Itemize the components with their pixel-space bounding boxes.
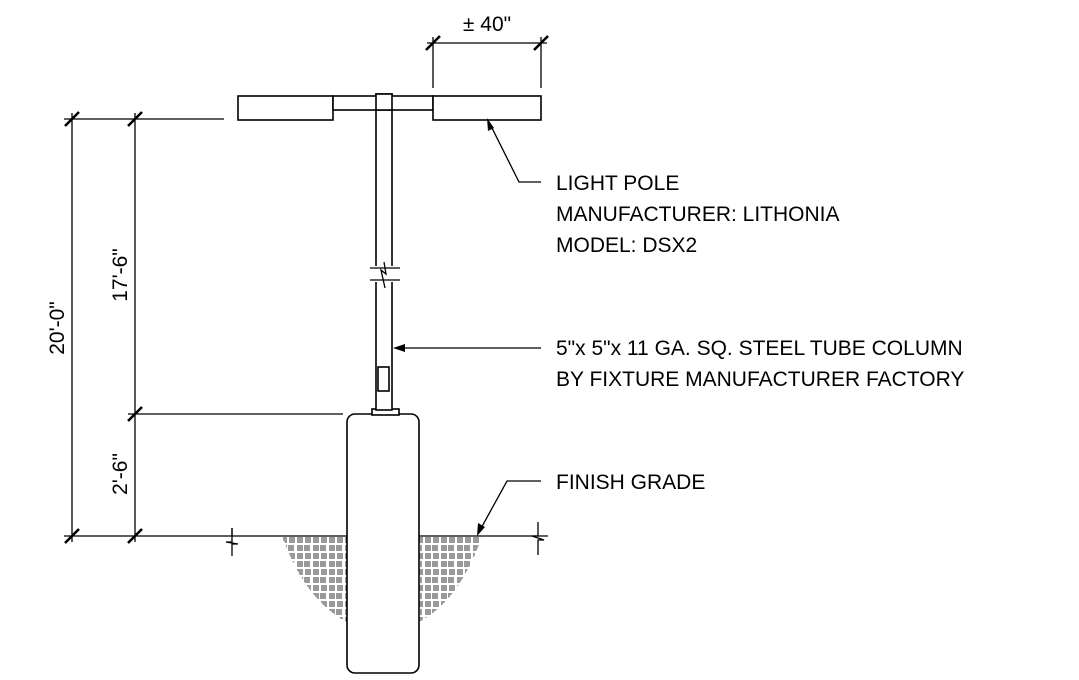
light-pole-callout-line3: MODEL: DSX2	[556, 234, 697, 257]
base-exposure-label: 2'-6"	[109, 453, 132, 495]
fixture-width-dimension	[425, 35, 549, 88]
column-callout-line1: 5"x 5"x 11 GA. SQ. STEEL TUBE COLUMN	[556, 337, 963, 360]
light-pole-callout-line2: MANUFACTURER: LITHONIA	[556, 203, 840, 226]
light-pole-leader	[487, 118, 541, 183]
concrete-base	[346, 413, 420, 674]
fixture-width-label: ± 40"	[463, 13, 511, 36]
overall-height-dimension	[64, 111, 80, 544]
soil-hatch-right	[419, 536, 482, 622]
hand-hole	[377, 366, 390, 392]
soil-hatch-left	[282, 536, 347, 622]
pole-column	[368, 93, 402, 411]
overall-height-label: 20'-0"	[46, 301, 69, 355]
pole-height-label: 17'-6"	[109, 248, 132, 302]
column-leader	[393, 344, 541, 352]
grade-callout: FINISH GRADE	[556, 471, 705, 494]
grade-leader	[477, 480, 541, 536]
pole-height-dimension	[127, 111, 143, 544]
column-callout-line2: BY FIXTURE MANUFACTURER FACTORY	[556, 368, 964, 391]
grade-line	[220, 522, 548, 556]
light-pole-callout-line1: LIGHT POLE	[556, 172, 679, 195]
luminaire-assembly	[237, 93, 542, 121]
